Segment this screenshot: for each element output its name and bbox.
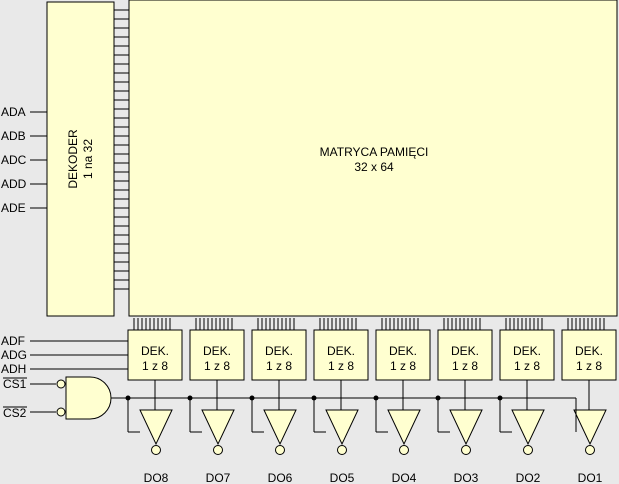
chip-select-cs1-label: CS1 — [3, 377, 27, 391]
address-label-adb: ADB — [1, 129, 26, 143]
column-decoder-1-title: DEK. — [575, 344, 603, 358]
column-decoder-7-title: DEK. — [203, 344, 231, 358]
column-decoder-4-title: DEK. — [389, 344, 417, 358]
row-decoder-subtitle: 1 na 32 — [81, 139, 95, 179]
column-decoders — [127, 317, 617, 381]
output-label-do8: DO8 — [144, 471, 169, 484]
column-address-inputs — [30, 340, 128, 370]
column-decoder-5-title: DEK. — [327, 344, 355, 358]
column-decoder-3-title: DEK. — [451, 344, 479, 358]
column-decoder-3-subtitle: 1 z 8 — [452, 359, 478, 373]
column-decoder-2-title: DEK. — [513, 344, 541, 358]
column-decoder-6-subtitle: 1 z 8 — [266, 359, 292, 373]
output-label-do3: DO3 — [454, 471, 479, 484]
chip-select-cs2-label: CS2 — [3, 406, 27, 420]
memory-matrix-block — [128, 0, 618, 317]
address-label-ade: ADE — [1, 201, 26, 215]
output-label-do5: DO5 — [330, 471, 355, 484]
address-label-adf: ADF — [1, 334, 25, 348]
address-label-adh: ADH — [1, 362, 26, 376]
column-decoder-8-subtitle: 1 z 8 — [142, 359, 168, 373]
memory-matrix-size: 32 x 64 — [354, 160, 394, 174]
row-decoder-block — [46, 1, 115, 317]
output-label-do1: DO1 — [578, 471, 603, 484]
address-label-add: ADD — [1, 177, 27, 191]
column-decoder-7-subtitle: 1 z 8 — [204, 359, 230, 373]
output-label-do6: DO6 — [268, 471, 293, 484]
column-decoder-8-title: DEK. — [141, 344, 169, 358]
row-select-lines — [114, 9, 129, 290]
and-gate — [65, 376, 112, 420]
output-label-do4: DO4 — [392, 471, 417, 484]
address-label-adc: ADC — [1, 153, 27, 167]
address-label-adg: ADG — [1, 348, 27, 362]
address-label-ada: ADA — [1, 105, 26, 119]
memory-matrix-title: MATRYCA PAMIĘCI — [320, 145, 429, 159]
decoder-output-lines — [154, 380, 590, 410]
row-address-inputs — [30, 111, 47, 209]
output-label-do2: DO2 — [516, 471, 541, 484]
output-label-do7: DO7 — [206, 471, 231, 484]
cs1-inverter-bubble — [56, 379, 66, 389]
row-decoder-title: DEKODER — [66, 129, 80, 189]
column-decoder-2-subtitle: 1 z 8 — [514, 359, 540, 373]
column-decoder-1-subtitle: 1 z 8 — [576, 359, 602, 373]
cs2-inverter-bubble — [56, 407, 66, 417]
output-buffers — [127, 398, 607, 455]
column-decoder-6-title: DEK. — [265, 344, 293, 358]
column-decoder-5-subtitle: 1 z 8 — [328, 359, 354, 373]
column-decoder-4-subtitle: 1 z 8 — [390, 359, 416, 373]
